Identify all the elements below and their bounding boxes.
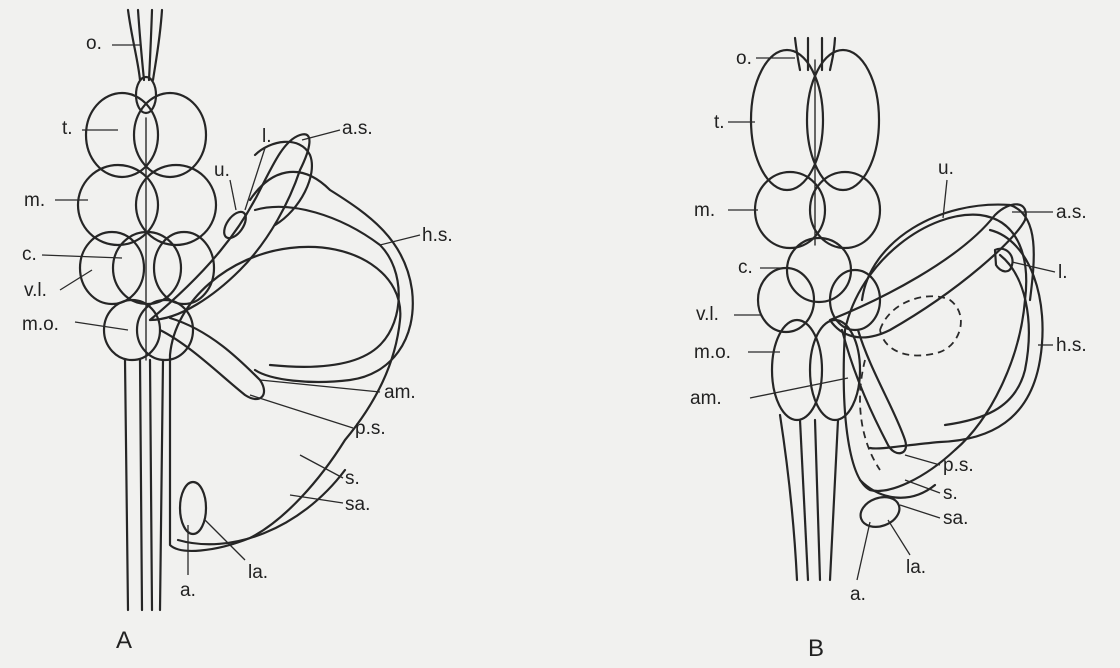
panel-b-cord-2: [800, 420, 808, 580]
panel-b-midbrain-right: [810, 172, 880, 248]
panel-b-sac: [844, 215, 1026, 491]
panel-b-label-t: t.: [714, 112, 725, 133]
panel-b-leader-la: [888, 520, 910, 555]
panel-a-olf-3: [149, 10, 152, 80]
panel-a-cord-l2: [140, 360, 142, 610]
panel-b-dashed-sac-1: [880, 296, 961, 355]
panel-b: o. t. m. c. v.l. m.o. am. u. a.s. l. h.s…: [690, 38, 1087, 662]
panel-a-olf-4: [153, 10, 162, 80]
panel-a-label-am: am.: [384, 382, 416, 403]
panel-b-caption: B: [808, 635, 824, 662]
panel-a-leader-vl: [60, 270, 92, 290]
panel-b-leader-a: [857, 522, 870, 580]
panel-a-label-as: a.s.: [342, 118, 373, 139]
panel-a-leader-ps: [250, 395, 353, 428]
panel-b-leader-ps: [905, 455, 940, 465]
panel-a-sa-outline: [178, 470, 345, 544]
panel-a-label-ps: p.s.: [355, 418, 386, 439]
panel-a-label-c: c.: [22, 244, 37, 265]
panel-b-cord-3: [815, 420, 820, 580]
panel-a-label-vl: v.l.: [24, 280, 47, 301]
panel-a: o. t. m. c. v.l. m.o. u. l. a.s. h.s. am…: [22, 10, 453, 654]
panel-a-cord-r2: [160, 360, 163, 610]
panel-b-label-hs: h.s.: [1056, 335, 1087, 356]
panel-b-leader-sa: [900, 505, 940, 518]
panel-b-label-ps: p.s.: [943, 455, 974, 476]
panel-a-horizontal-canal-inner: [255, 207, 399, 367]
panel-b-label-s: s.: [943, 483, 958, 504]
panel-b-cord-1: [780, 415, 797, 580]
panel-a-label-hs: h.s.: [422, 225, 453, 246]
panel-a-olf-bulb: [136, 77, 156, 113]
panel-b-label-l: l.: [1058, 262, 1068, 283]
panel-b-label-u: u.: [938, 158, 954, 179]
panel-b-label-vl: v.l.: [696, 304, 719, 325]
panel-b-posterior-canal: [842, 330, 906, 453]
panel-b-label-la: la.: [906, 557, 926, 578]
panel-a-label-a: a.: [180, 580, 196, 601]
panel-a-cord-r1: [150, 360, 152, 610]
panel-a-leader-hs: [380, 235, 420, 245]
panel-b-medulla-left: [772, 320, 822, 420]
panel-a-label-l: l.: [262, 126, 272, 147]
panel-a-lapillus: [220, 208, 250, 242]
panel-a-label-mo: m.o.: [22, 314, 59, 335]
panel-a-medulla-left: [104, 300, 160, 360]
panel-b-telencephalon-right: [807, 50, 879, 190]
panel-b-cord-4: [830, 420, 838, 580]
panel-b-medulla-right: [810, 320, 860, 420]
panel-b-label-a: a.: [850, 584, 866, 605]
panel-b-label-c: c.: [738, 257, 753, 278]
panel-a-label-s: s.: [345, 468, 360, 489]
panel-a-label-o: o.: [86, 33, 102, 54]
panel-a-cerebellum: [113, 232, 181, 304]
panel-a-label-t: t.: [62, 118, 73, 139]
panel-a-label-u: u.: [214, 160, 230, 181]
panel-b-label-m: m.: [694, 200, 715, 221]
panel-b-label-o: o.: [736, 48, 752, 69]
panel-a-label-sa: sa.: [345, 494, 370, 515]
panel-a-lagena: [180, 482, 206, 534]
panel-b-telencephalon-left: [751, 50, 823, 190]
panel-b-label-mo: m.o.: [694, 342, 731, 363]
panel-b-leader-am: [750, 378, 848, 398]
panel-a-horizontal-canal-outer: [250, 172, 413, 382]
panel-a-leader-u: [230, 180, 236, 210]
panel-b-label-sa: sa.: [943, 508, 968, 529]
panel-b-label-as: a.s.: [1056, 202, 1087, 223]
panel-a-label-m: m.: [24, 190, 45, 211]
panel-b-horizontal-canal-inner: [945, 255, 1029, 425]
panel-b-sa-outline: [860, 480, 935, 498]
panel-a-caption: A: [116, 627, 132, 654]
panel-a-leader-mo: [75, 322, 128, 330]
panel-b-label-am: am.: [690, 388, 722, 409]
panel-a-label-la: la.: [248, 562, 268, 583]
panel-a-cord-l1: [125, 360, 128, 610]
